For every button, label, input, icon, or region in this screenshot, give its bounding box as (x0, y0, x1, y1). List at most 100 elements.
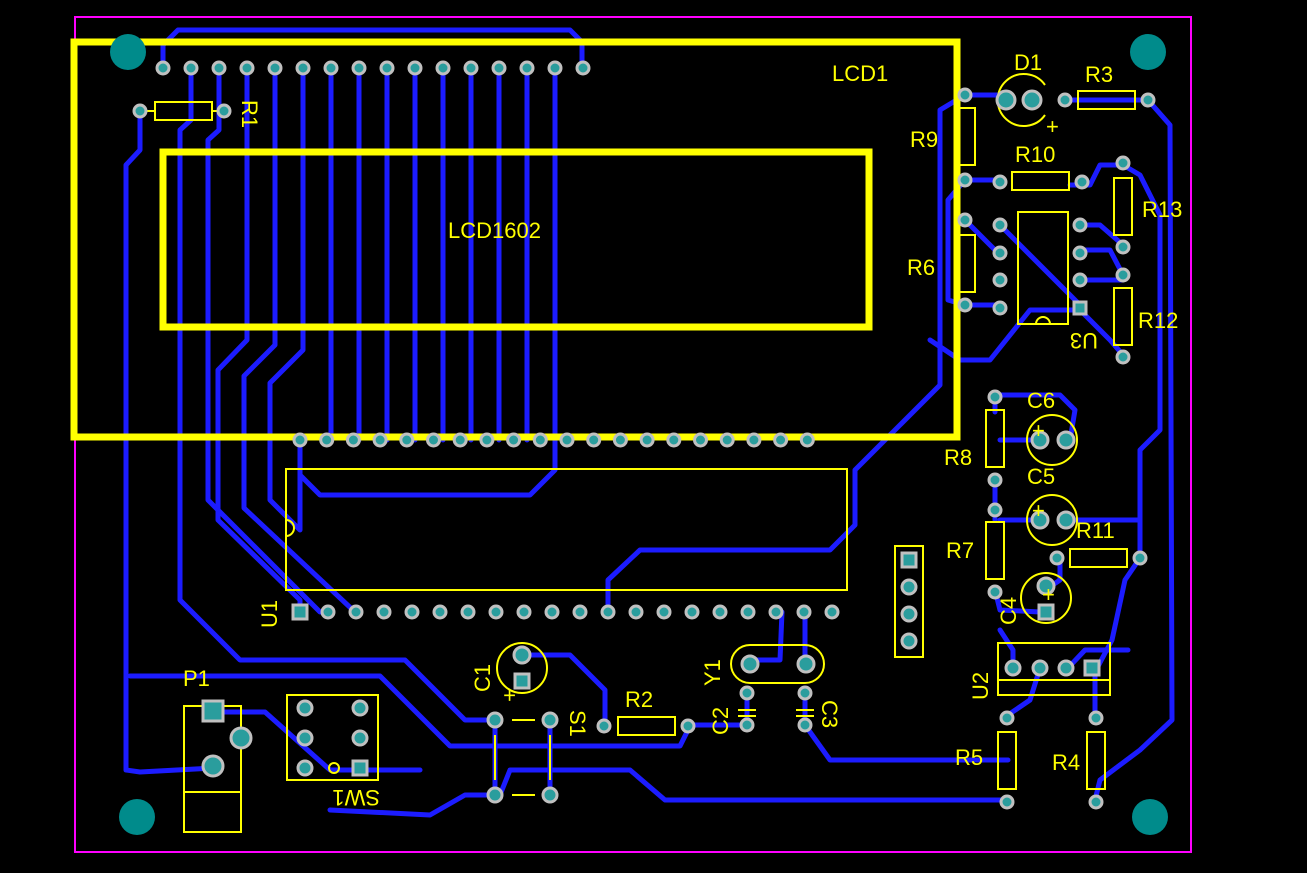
u1-pad (460, 604, 476, 620)
u2-pad (1031, 659, 1049, 677)
header-4pin-body (894, 545, 924, 658)
c2-pad (739, 717, 755, 733)
c3-pad (797, 717, 813, 733)
lcd-bottom-pad (559, 432, 575, 448)
lcd-bottom-pad (426, 432, 441, 448)
mount-hole-bl (119, 799, 155, 835)
u1-notch (285, 519, 295, 537)
r9-pad (957, 172, 973, 188)
u3-pad (1072, 272, 1088, 288)
label-r2: R2 (625, 687, 653, 712)
lcd-header-pad (407, 60, 423, 76)
lcd-header-pad (491, 60, 507, 76)
u1-pad (404, 604, 420, 620)
lcd-bottom-pad (799, 432, 815, 448)
r2-pad (680, 718, 696, 734)
r12-pad (1115, 349, 1131, 365)
header-pad (900, 605, 918, 623)
r9-pad (957, 87, 973, 103)
label-c4: C4 (996, 597, 1021, 625)
r5-body (997, 731, 1017, 790)
r4-body (1086, 731, 1106, 790)
r10-pad (992, 174, 1008, 190)
lcd1602-window (159, 148, 873, 331)
r1-pad (132, 103, 148, 119)
u1-pad (684, 604, 700, 620)
u2-pin1-pad (1083, 659, 1101, 677)
lcd-header-pad (463, 60, 479, 76)
r2-body (617, 716, 676, 736)
r5-pad (999, 794, 1015, 810)
mount-holes (110, 34, 1168, 835)
c1-outline (496, 642, 548, 694)
label-r9: R9 (910, 127, 938, 152)
lcd-bottom-pad (399, 432, 415, 448)
label-r3: R3 (1085, 62, 1113, 87)
s1-pad (486, 711, 504, 729)
lcd-header-pad (183, 60, 199, 76)
sw1-pad (351, 699, 369, 717)
lcd-header-pad (295, 60, 311, 76)
d1-pad (995, 89, 1017, 111)
mount-hole-br (1132, 799, 1168, 835)
lcd-bottom-pad (666, 432, 682, 448)
d1-pad (1021, 89, 1043, 111)
label-sw1: SW1 (332, 785, 380, 810)
r13-body (1113, 177, 1133, 236)
lcd-header-pad (267, 60, 283, 76)
u1-pad (572, 604, 588, 620)
label-u2: U2 (968, 672, 993, 700)
c6-pad (1030, 430, 1050, 450)
label-u1: U1 (257, 600, 282, 628)
label-p1: P1 (183, 666, 210, 691)
u3-pad (1072, 217, 1088, 233)
sw1-body (286, 694, 379, 781)
lcd-bottom-pad (506, 432, 522, 448)
r3-pad (1140, 92, 1156, 108)
p1-pin1-pad (201, 699, 225, 723)
label-r7: R7 (946, 538, 974, 563)
r11-pad (1049, 550, 1065, 566)
u3-pin1-pad (1072, 300, 1088, 316)
u2-pad (1057, 659, 1075, 677)
label-plus-c6: + (1032, 418, 1045, 443)
label-r6: R6 (907, 255, 935, 280)
c4-outline (1020, 572, 1072, 624)
lcd-header-pad (239, 60, 255, 76)
r4-pad (1088, 794, 1104, 810)
lcd-header-pad (323, 60, 339, 76)
label-lcd1602: LCD1602 (448, 218, 541, 243)
r2-pad (596, 718, 612, 734)
sw1-pad (351, 729, 369, 747)
u1-pad (712, 604, 728, 620)
r11-pad (1132, 550, 1148, 566)
c1-pad (512, 645, 532, 665)
lcd-header-pad (519, 60, 535, 76)
p1-pad (229, 726, 253, 750)
r8-pad (987, 389, 1003, 405)
u1-pad (600, 604, 616, 620)
r1-pad (216, 103, 232, 119)
c1-square-pad (513, 672, 531, 690)
label-c6: C6 (1027, 388, 1055, 413)
r13-pad (1115, 155, 1131, 171)
s1-pad (541, 786, 559, 804)
mount-hole-tl (110, 34, 146, 70)
u3-body (1017, 211, 1069, 325)
u1-pad (768, 604, 784, 620)
mount-hole-tr (1130, 34, 1166, 70)
label-plus-d1: + (1046, 114, 1059, 139)
lcd-bottom-pad (639, 432, 655, 448)
pads (132, 60, 1156, 810)
r8-pad (987, 472, 1003, 488)
label-r10: R10 (1015, 142, 1055, 167)
r6-pad (957, 297, 973, 313)
lcd-header-pad (211, 60, 227, 76)
u1-pin1-pad (291, 603, 309, 621)
label-r12: R12 (1138, 308, 1178, 333)
r4-pad (1088, 710, 1104, 726)
u3-pad (992, 245, 1008, 261)
u3-notch (1035, 316, 1051, 325)
lcd-header-pad (547, 60, 563, 76)
